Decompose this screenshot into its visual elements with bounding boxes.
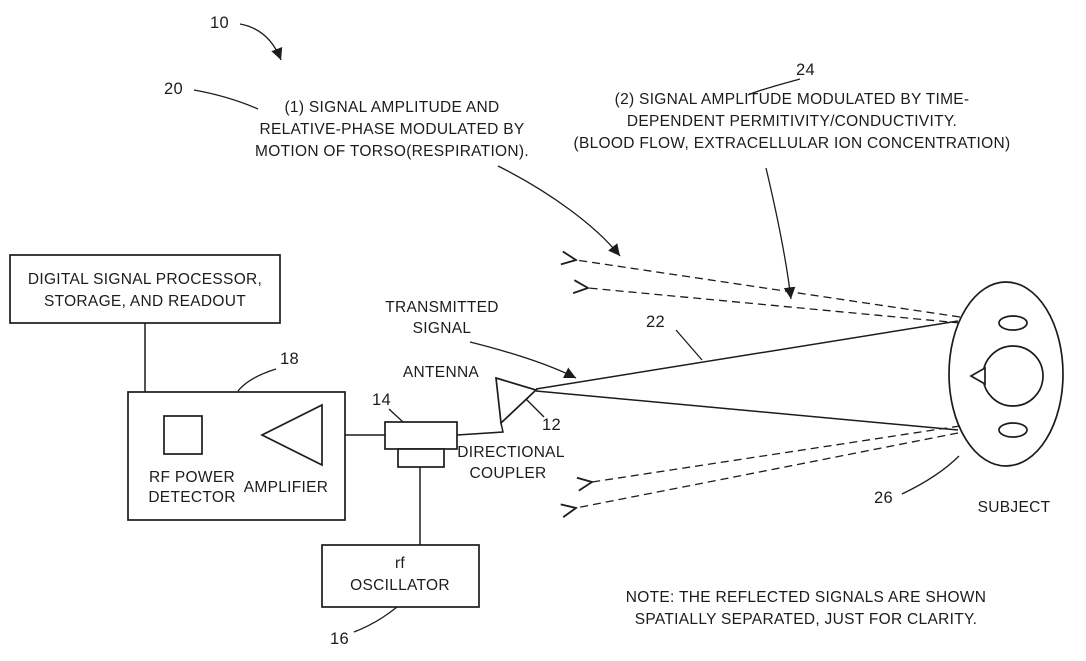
directional-coupler-line1: DIRECTIONAL [457, 444, 565, 461]
transmitted-signal-line1: TRANSMITTED [385, 299, 499, 316]
subject-shoulder-bottom-ellipse [998, 422, 1028, 438]
directional-coupler-box-sub [397, 448, 445, 468]
ref-10: 10 [210, 14, 229, 32]
transmitted-signal-arrow [469, 341, 577, 379]
directional-coupler-line2: COUPLER [469, 465, 546, 482]
ref-12-leader [525, 398, 545, 418]
amplifier-label: AMPLIFIER [244, 479, 329, 496]
annotation1-arrow [497, 165, 621, 257]
dsp-label: DIGITAL SIGNAL PROCESSOR, STORAGE, AND R… [28, 271, 262, 310]
note-line2: SPATIALLY SEPARATED, JUST FOR CLARITY. [635, 611, 977, 628]
annotation2-line3: (BLOOD FLOW, EXTRACELLULAR ION CONCENTRA… [574, 135, 1011, 152]
ref-26: 26 [874, 489, 893, 507]
ref-20-leader [193, 89, 259, 110]
note-text: NOTE: THE REFLECTED SIGNALS ARE SHOWN SP… [626, 589, 987, 628]
oscillator-line2: OSCILLATOR [350, 577, 450, 594]
annotation2-line2: DEPENDENT PERMITIVITY/CONDUCTIVITY. [627, 113, 957, 130]
subject-shoulder-top-ellipse [998, 315, 1028, 331]
wire-coupler-to-antenna [456, 422, 504, 436]
directional-coupler-box-main [384, 421, 458, 450]
rf-power-detector-label: RF POWER DETECTOR [148, 469, 235, 506]
oscillator-line1: rf [395, 555, 405, 572]
dsp-label-line2: STORAGE, AND READOUT [44, 293, 246, 310]
antenna-triangle [495, 376, 538, 425]
reflected-line-3 [592, 425, 961, 482]
subject-head-circle [982, 345, 1044, 407]
transmitted-line-lower [535, 390, 959, 431]
dsp-label-line1: DIGITAL SIGNAL PROCESSOR, [28, 271, 262, 288]
ref-18: 18 [280, 350, 299, 368]
annotation-modulation-1: (1) SIGNAL AMPLITUDE AND RELATIVE-PHASE … [255, 99, 529, 160]
note-line1: NOTE: THE REFLECTED SIGNALS ARE SHOWN [626, 589, 987, 606]
reflected-line-4 [576, 432, 959, 508]
ref-22: 22 [646, 313, 665, 331]
transmitted-signal-line2: SIGNAL [413, 320, 472, 337]
subject-figure [948, 281, 1064, 467]
fig-number-arrow [239, 23, 283, 61]
transmitted-signal-label: TRANSMITTED SIGNAL [385, 299, 499, 337]
rf-power-detector-line1: RF POWER [149, 469, 235, 486]
annotation2-arrow [765, 167, 796, 300]
reflected-line-1 [576, 260, 961, 318]
ref-12: 12 [542, 416, 561, 434]
subject-nose-triangle [969, 366, 986, 386]
dsp-box [9, 254, 281, 324]
ref-16: 16 [330, 630, 349, 648]
ref-24: 24 [796, 61, 815, 79]
oscillator-box [321, 544, 480, 608]
ref-14: 14 [372, 391, 391, 409]
antenna-label: ANTENNA [403, 364, 480, 381]
ref-20: 20 [164, 80, 183, 98]
amplifier-triangle [260, 403, 323, 467]
ref-16-leader [353, 606, 398, 633]
directional-coupler-label: DIRECTIONAL COUPLER [457, 444, 565, 482]
ref-14-leader [388, 408, 404, 423]
ref-22-leader [675, 329, 703, 361]
annotation1-line1: (1) SIGNAL AMPLITUDE AND [284, 99, 499, 116]
annotation1-line3: MOTION OF TORSO(RESPIRATION). [255, 143, 529, 160]
reflected-line-2 [588, 288, 961, 324]
annotation2-line1: (2) SIGNAL AMPLITUDE MODULATED BY TIME- [615, 91, 970, 108]
annotation1-line2: RELATIVE-PHASE MODULATED BY [259, 121, 524, 138]
transmitted-line-upper [535, 320, 959, 390]
ref-18-leader [237, 368, 277, 392]
rf-power-detector-line2: DETECTOR [148, 489, 235, 506]
subject-label: SUBJECT [978, 499, 1051, 516]
oscillator-label: rf OSCILLATOR [350, 555, 450, 594]
ref-24-leader [747, 78, 801, 96]
rf-power-detector-box [163, 415, 203, 455]
annotation-modulation-2: (2) SIGNAL AMPLITUDE MODULATED BY TIME- … [574, 91, 1011, 152]
ref-26-leader [901, 455, 960, 495]
